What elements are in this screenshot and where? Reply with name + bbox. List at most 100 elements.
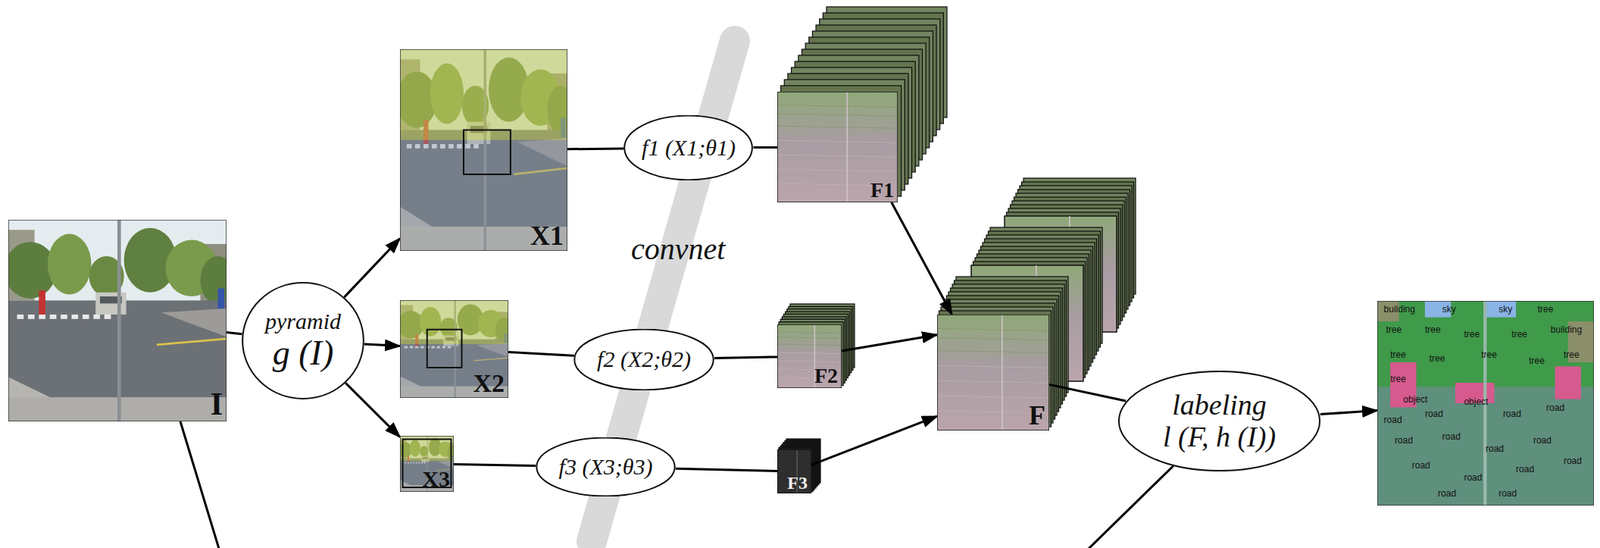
process-ellipse: pyramidg (I) xyxy=(241,281,365,400)
feature-map: F3 xyxy=(777,449,812,494)
ellipse-text: f3 (X3;θ3) xyxy=(559,454,654,479)
crosswalk xyxy=(28,314,35,319)
connector-line xyxy=(675,468,778,471)
node-label: X3 xyxy=(421,467,450,491)
node-label: f1 (X1;θ1) xyxy=(641,135,736,160)
feature-texture xyxy=(777,140,898,143)
sky-region xyxy=(1485,300,1516,318)
sidewalk xyxy=(161,308,227,337)
node-label: F2 xyxy=(814,365,838,387)
crosswalk xyxy=(93,314,100,319)
crosswalk xyxy=(38,314,46,319)
crosswalk xyxy=(71,314,79,319)
ellipse-text: f2 (X2;θ2) xyxy=(596,346,691,372)
building-region xyxy=(1377,300,1400,322)
feature-face xyxy=(777,91,898,203)
node-label: f3 (X3;θ3) xyxy=(559,454,654,479)
label-map: buildingskyskytreebuildingtreetreetreetr… xyxy=(1377,300,1594,506)
feature-face xyxy=(777,324,842,388)
feature-texture xyxy=(1001,314,1004,431)
object-region xyxy=(1455,382,1494,404)
node-label: X2 xyxy=(472,370,505,397)
feature-border xyxy=(937,314,1050,431)
feature-face xyxy=(777,449,812,494)
feature-border xyxy=(777,324,842,388)
sky-region xyxy=(1425,300,1451,318)
process-ellipse: f1 (X1;θ1) xyxy=(623,115,754,181)
ellipse-text: f1 (X1;θ1) xyxy=(641,135,736,160)
image-box: X3 xyxy=(400,435,454,492)
feature-texture xyxy=(777,105,898,108)
feature-texture xyxy=(777,113,898,116)
ellipse-outline xyxy=(536,437,675,497)
tree-crown xyxy=(47,234,92,295)
ellipse-outline xyxy=(1118,371,1320,471)
process-ellipse: f2 (X2;θ2) xyxy=(573,328,715,391)
feature-texture xyxy=(777,337,842,339)
connector-line xyxy=(180,421,1174,548)
car xyxy=(95,292,126,315)
connector-line xyxy=(226,332,243,335)
image-border xyxy=(400,300,509,398)
arrow-connector xyxy=(345,382,400,437)
node-label: X1 xyxy=(530,221,564,250)
node-label: labeling xyxy=(1162,389,1276,421)
colour-overlay xyxy=(400,435,454,492)
arrow-connector xyxy=(841,334,938,351)
feature-texture xyxy=(777,343,842,346)
sky xyxy=(400,435,454,492)
image-box: I xyxy=(8,219,227,422)
sky xyxy=(400,49,568,251)
node-label: F xyxy=(1028,401,1046,429)
feature-map: F xyxy=(937,314,1050,431)
image-border xyxy=(8,219,227,422)
crosswalk xyxy=(17,314,25,319)
feature-face xyxy=(937,314,1050,431)
feature-texture xyxy=(937,380,1050,383)
node-label: pyramid xyxy=(265,309,341,334)
feature-border xyxy=(777,449,812,494)
arrow-connector xyxy=(343,238,400,298)
node-label: l (F, h (I)) xyxy=(1162,421,1276,453)
feature-texture xyxy=(937,395,1050,398)
pedestrian xyxy=(38,290,46,315)
image-box: X1 xyxy=(400,49,568,251)
process-ellipse: f3 (X3;θ3) xyxy=(535,437,676,497)
pole xyxy=(117,219,122,422)
connector-line xyxy=(1049,384,1126,401)
connector-line xyxy=(714,356,778,359)
feature-border xyxy=(777,91,898,203)
feature-stacks xyxy=(778,6,1136,492)
street-photo xyxy=(8,219,227,422)
arrow-connector xyxy=(364,343,400,347)
node-label: I xyxy=(210,387,223,420)
feature-texture xyxy=(937,365,1050,368)
sky xyxy=(400,300,509,398)
feature-texture xyxy=(777,352,842,354)
ellipse-outline xyxy=(242,282,364,399)
feature-texture xyxy=(777,125,898,129)
feature-texture xyxy=(777,360,842,363)
annotation: convnet xyxy=(631,231,725,267)
colour-overlay xyxy=(400,49,568,251)
node-label: g (I) xyxy=(265,334,341,372)
feature-texture xyxy=(937,350,1050,353)
colour-overlay xyxy=(400,300,509,398)
building-region xyxy=(1568,321,1594,363)
lane-line xyxy=(156,338,227,345)
pole-region xyxy=(1483,300,1487,506)
connector-line xyxy=(753,146,779,149)
feature-map: F2 xyxy=(777,324,842,388)
node-label: F1 xyxy=(870,179,894,201)
feature-texture xyxy=(777,168,898,172)
crosswalk xyxy=(104,314,112,319)
connector-line xyxy=(453,464,536,466)
feature-texture xyxy=(777,331,842,334)
object-region xyxy=(1390,362,1416,407)
arrow-connector xyxy=(811,415,938,465)
feature-texture xyxy=(937,337,1050,341)
feature-texture xyxy=(937,328,1050,331)
crosswalk xyxy=(50,314,57,319)
crosswalk xyxy=(60,314,68,319)
pedestrian xyxy=(217,287,225,309)
